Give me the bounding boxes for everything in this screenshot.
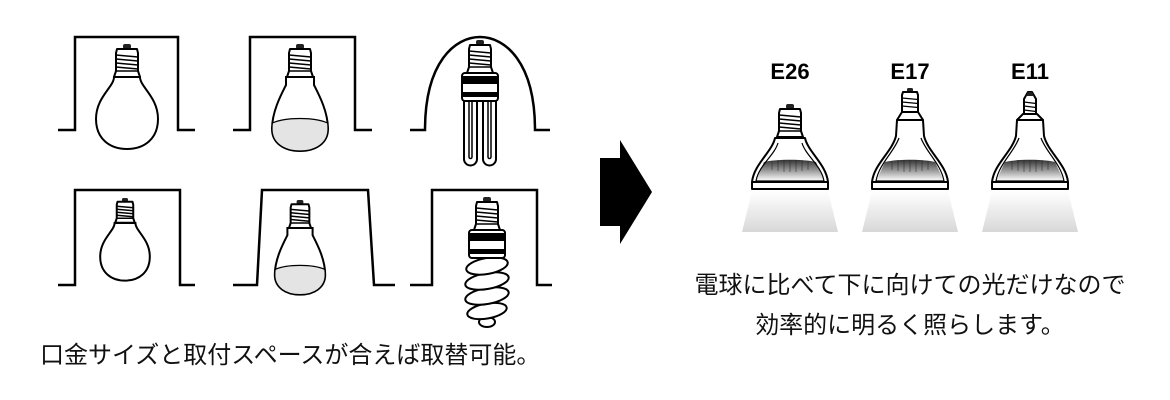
fixture-5	[233, 188, 395, 296]
right-caption-line-1: 電球に比べて下に向けての光だけなので	[694, 271, 1125, 299]
reflector-bulb-icon	[271, 43, 329, 152]
arched-fixture-icon	[410, 35, 550, 132]
u-tube-cfl-icon	[461, 39, 499, 167]
spotlight-e17: E17	[862, 59, 958, 232]
left-caption: 口金サイズと取付スペースが合えば取替可能。	[40, 341, 540, 369]
led-spotlight-icon	[742, 103, 838, 232]
fixture-3	[410, 35, 550, 167]
fixture-4	[58, 188, 195, 287]
light-beam	[982, 191, 1078, 232]
left-panel: 口金サイズと取付スペースが合えば取替可能。	[40, 35, 552, 369]
led-spotlight-icon	[982, 91, 1078, 232]
socket-label-e17: E17	[890, 59, 929, 84]
fixture-1	[58, 35, 195, 150]
arrow-right-icon	[600, 140, 652, 244]
led-spotlight-icon	[862, 87, 958, 232]
spotlight-e11: E11	[982, 59, 1078, 232]
light-beam	[742, 191, 838, 232]
light-beam	[862, 191, 958, 232]
recessed-box-fixture-icon	[410, 188, 552, 287]
right-caption-line-2: 効率的に明るく照らします。	[755, 311, 1065, 339]
tapered-fixture-icon	[233, 188, 395, 287]
recessed-box-fixture-icon	[58, 35, 195, 132]
recessed-box-fixture-icon	[58, 188, 195, 287]
spiral-cfl-icon	[464, 196, 510, 328]
socket-label-e11: E11	[1011, 59, 1049, 84]
mini-a-type-bulb-icon	[99, 197, 151, 282]
spotlight-e26: E26	[742, 59, 838, 232]
fixture-6	[410, 188, 552, 328]
right-panel: E26 E17 E11	[694, 59, 1125, 339]
a-type-bulb-icon	[95, 43, 159, 150]
recessed-box-fixture-icon	[233, 35, 372, 132]
socket-label-e26: E26	[770, 59, 809, 84]
reflector-bulb-icon	[273, 199, 327, 296]
fixture-2	[233, 35, 372, 152]
